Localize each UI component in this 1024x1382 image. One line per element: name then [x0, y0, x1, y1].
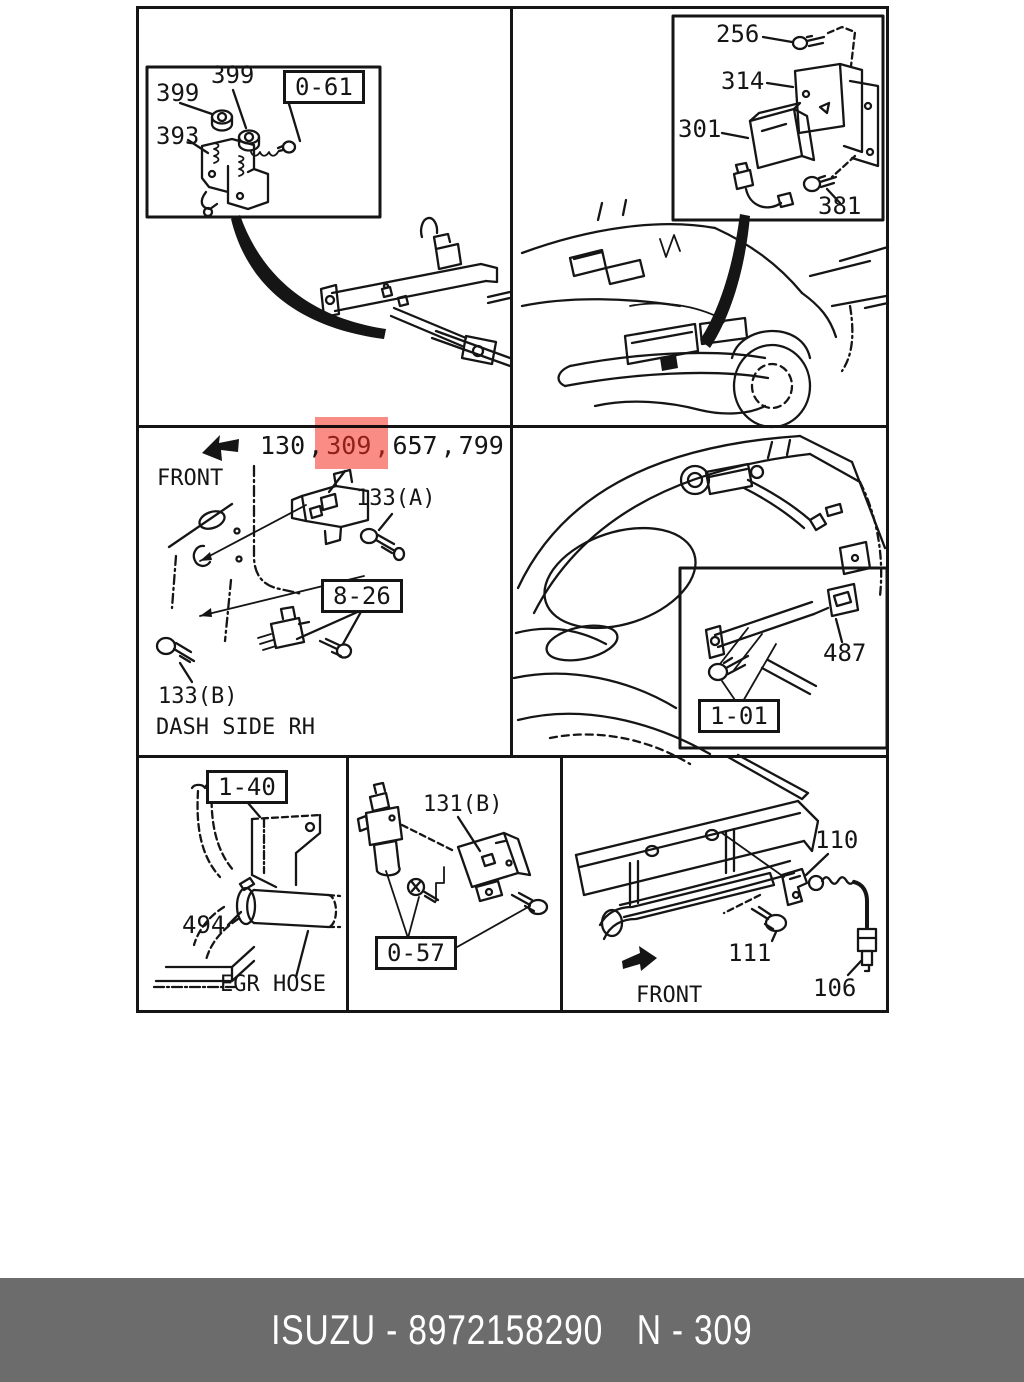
callout-131B: 131(B) [423, 792, 503, 817]
callout-133B: 133(B) [158, 684, 238, 709]
footer-bar: ISUZU - 8972158290 N - 309 [0, 1278, 1024, 1382]
panel-bottom-right-drawing [574, 753, 878, 977]
ref-box-0-57: 0-57 [375, 936, 457, 970]
callout-133A: 133(A) [356, 486, 436, 511]
callout-111: 111 [728, 939, 772, 967]
grid-divider-bottom-left [346, 755, 349, 1013]
comma: , [308, 431, 324, 460]
highlight-309 [315, 417, 388, 469]
ref-box-1-01: 1-01 [698, 699, 780, 733]
part-number-130: 130 [260, 431, 306, 460]
ref-box-0-61: 0-61 [283, 70, 365, 104]
callout-106: 106 [813, 974, 857, 1002]
panel-top-left-drawing [145, 65, 512, 368]
grid-divider-row2 [136, 755, 889, 758]
comma: , [440, 431, 456, 460]
panel-top-right-drawing [520, 14, 890, 429]
callout-393: 393 [156, 122, 200, 150]
callout-399-lower: 399 [211, 61, 255, 89]
panel-middle-right-drawing [512, 434, 889, 766]
front-direction-label: FRONT [157, 466, 224, 491]
callout-314: 314 [721, 67, 765, 95]
ref-box-8-26: 8-26 [321, 579, 403, 613]
panel-middle-left-drawing [155, 435, 406, 684]
parts-number-row: 130, 309, 657, 799 [260, 433, 504, 459]
footer-catalog-number: ISUZU - 8972158290 [271, 1306, 604, 1353]
callout-301: 301 [678, 115, 722, 143]
footer-text: ISUZU - 8972158290 N - 309 [271, 1306, 752, 1354]
front-direction-label-bottom: FRONT [636, 983, 703, 1008]
comma: , [374, 431, 390, 460]
callout-256: 256 [716, 20, 760, 48]
grid-divider-bottom-right [560, 755, 563, 1013]
callout-399-upper: 399 [156, 79, 200, 107]
callout-494: 494 [182, 911, 226, 939]
callout-381: 381 [818, 192, 862, 220]
footer-page-ref: N - 309 [636, 1306, 753, 1353]
callout-110: 110 [815, 826, 859, 854]
grid-divider-row1 [136, 425, 889, 428]
part-number-799: 799 [458, 431, 504, 460]
caption-dash-side-rh: DASH SIDE RH [156, 715, 315, 740]
part-number-657: 657 [392, 431, 438, 460]
ref-box-1-40: 1-40 [206, 770, 288, 804]
callout-487: 487 [823, 639, 867, 667]
panel-bottom-left-drawing [152, 781, 342, 989]
part-number-309-highlighted: 309 [326, 431, 372, 460]
panel-bottom-middle-drawing [356, 781, 549, 952]
caption-egr-hose: EGR HOSE [220, 972, 326, 997]
grid-divider-vertical-top [510, 6, 513, 755]
